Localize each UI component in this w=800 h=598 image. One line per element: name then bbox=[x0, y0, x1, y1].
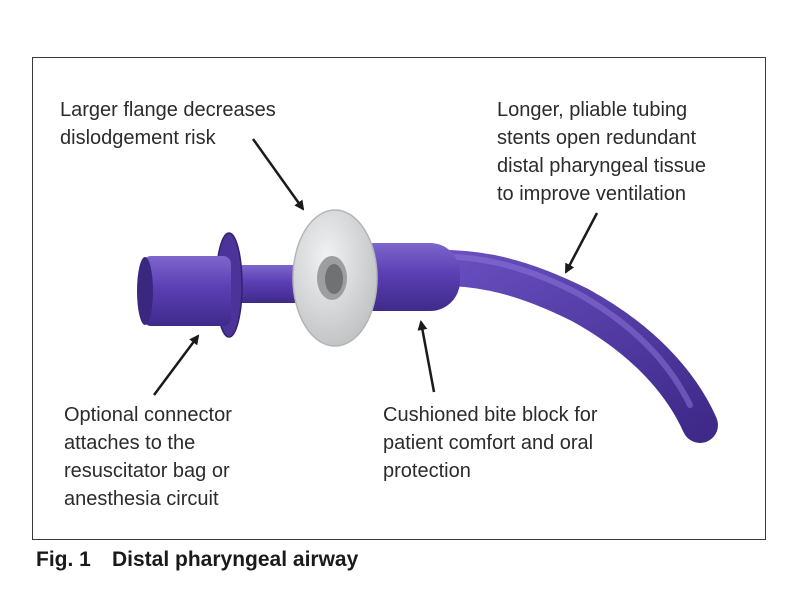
annotation-line: distal pharyngeal tissue bbox=[497, 155, 707, 177]
arrow-flange bbox=[251, 138, 305, 211]
figure-title: Distal pharyngeal airway bbox=[112, 548, 359, 571]
flange-hole-inner bbox=[325, 264, 343, 294]
connector-opening bbox=[137, 257, 153, 325]
annotation-line: Optional connector bbox=[64, 404, 232, 426]
annotation-line: to improve ventilation bbox=[497, 183, 686, 205]
annotation-line: stents open redundant bbox=[497, 127, 697, 149]
annotation-line: Cushioned bite block for bbox=[383, 404, 598, 426]
connector-body bbox=[143, 256, 231, 326]
arrow-bite-block bbox=[417, 320, 436, 393]
connector-annotation: Optional connector attaches to the resus… bbox=[64, 401, 232, 513]
annotation-line: anesthesia circuit bbox=[64, 488, 219, 510]
arrow-connector bbox=[152, 334, 200, 396]
annotation-line: resuscitator bag or bbox=[64, 460, 230, 482]
annotation-line: Larger flange decreases bbox=[60, 99, 276, 121]
annotation-line: Longer, pliable tubing bbox=[497, 99, 688, 121]
annotation-line: protection bbox=[383, 460, 471, 482]
annotation-line: attaches to the bbox=[64, 432, 196, 454]
flange-annotation: Larger flange decreases dislodgement ris… bbox=[60, 96, 276, 152]
bite-block-annotation: Cushioned bite block for patient comfort… bbox=[383, 401, 598, 485]
figure-number: Fig. 1 bbox=[36, 548, 91, 571]
tubing-highlight bbox=[407, 253, 693, 408]
annotation-line: dislodgement risk bbox=[60, 127, 216, 149]
tubing-annotation: Longer, pliable tubing stents open redun… bbox=[497, 96, 706, 208]
arrow-tubing bbox=[564, 212, 599, 274]
annotation-line: patient comfort and oral bbox=[383, 432, 594, 454]
